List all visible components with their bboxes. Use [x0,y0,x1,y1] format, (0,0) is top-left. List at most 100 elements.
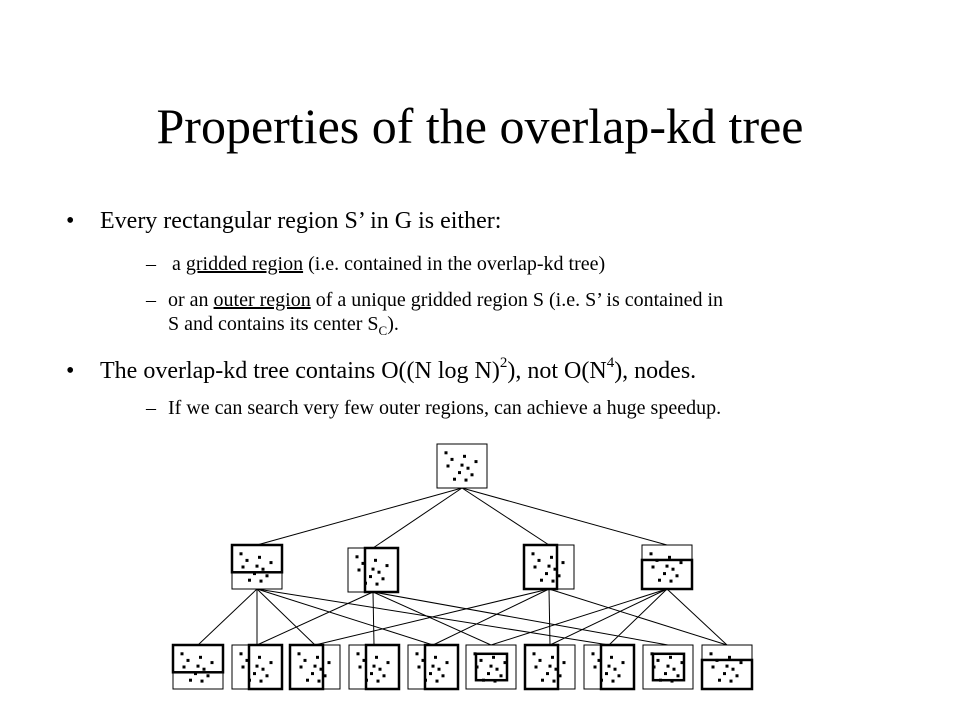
data-point [253,672,256,676]
data-point [434,655,437,659]
tree-edge [372,487,463,549]
data-point [649,552,653,556]
data-point [723,672,726,676]
region-outline [171,643,225,674]
data-point [259,579,263,583]
data-point [317,679,321,683]
data-point [206,674,210,678]
data-point [621,661,625,665]
data-point [245,658,249,662]
data-point [421,658,425,662]
data-point [196,664,200,668]
data-point [546,672,549,676]
data-point [553,567,557,571]
data-point [607,664,611,668]
data-point [417,665,421,669]
data-point [709,652,713,656]
data-point [458,471,461,475]
data-point [182,665,186,669]
data-point [253,572,256,576]
region-outline [599,643,636,691]
data-point [239,552,243,556]
data-point [435,679,439,683]
tree-edge [490,588,668,646]
data-point [437,667,441,671]
term-gridded-region: gridded region [185,253,304,275]
data-point [663,572,666,576]
data-point [261,567,265,571]
data-point [323,674,327,678]
data-point [371,567,375,571]
data-point [541,678,544,682]
data-point [668,555,671,559]
data-point [591,652,595,656]
data-point [658,578,661,582]
data-point [537,558,541,562]
data-point [248,578,251,582]
data-point [669,579,673,583]
data-point [265,574,269,578]
data-point [311,672,314,676]
bullet-dot: • [66,208,75,234]
data-point [374,558,377,562]
data-point [739,661,743,665]
data-point [258,555,261,559]
data-point [377,570,381,574]
data-point [381,577,385,581]
data-point [316,655,319,659]
data-point [313,664,317,668]
data-point [554,667,558,671]
tree-edge [314,588,550,646]
data-point [562,661,566,665]
data-point [357,568,361,572]
data-point [444,451,448,455]
data-point [319,667,323,671]
data-point [487,672,490,676]
slide-title: Properties of the overlap-kd tree [156,98,804,154]
data-point [489,664,493,668]
data-point [445,661,449,665]
data-point [551,579,555,583]
data-point [189,678,192,682]
region-outline [640,558,694,591]
data-point [557,574,561,578]
data-point [463,454,466,458]
data-point [531,552,535,556]
data-point [671,567,675,571]
bullet-text: The overlap-kd tree contains O((N log N)… [100,355,697,385]
data-point [561,561,565,565]
data-point [672,667,676,671]
tree-edge [256,588,316,646]
tree-edge [666,588,728,646]
data-point [429,672,432,676]
data-point [180,652,184,656]
data-point [499,674,503,678]
data-point [593,665,597,669]
data-point [361,561,365,565]
data-point [446,464,450,468]
data-point [265,674,269,678]
data-point [547,564,551,568]
data-point [255,564,259,568]
data-point [375,582,379,586]
region-outline [288,643,325,691]
region-outline [651,652,686,682]
data-point [258,655,261,659]
data-point [372,664,376,668]
sub-bullet-text: a gridded region (i.e. contained in the … [172,253,606,275]
data-point [239,652,243,656]
data-point [676,674,680,678]
data-point [718,678,721,682]
data-point [729,679,733,683]
data-point [386,661,390,665]
region-outline [700,658,754,691]
data-point [675,574,679,578]
data-point [460,463,464,467]
data-point [611,679,615,683]
data-point [503,661,507,665]
data-point [492,655,495,659]
region-outline [423,643,460,691]
data-point [550,555,553,559]
data-point [241,565,245,569]
